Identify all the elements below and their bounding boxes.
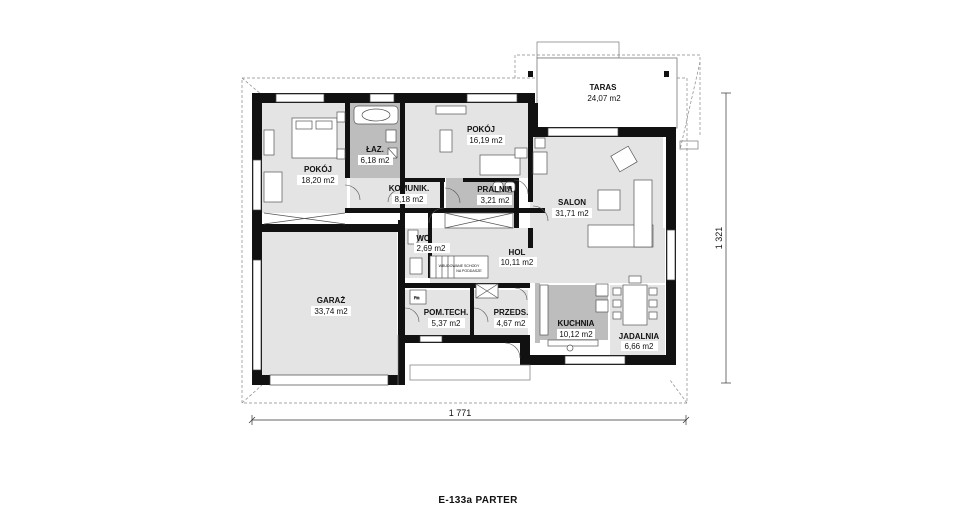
label-pom-tech-area: 5,37 m2 bbox=[432, 319, 461, 328]
label-wc-name: WC bbox=[416, 234, 430, 243]
roof-outline bbox=[241, 77, 688, 404]
label-pokoj-left-area: 18,20 m2 bbox=[301, 176, 335, 185]
label-lazienka-name: ŁAZ. bbox=[366, 145, 384, 154]
stairs bbox=[429, 255, 489, 279]
label-jadalnia-name: JADALNIA bbox=[619, 332, 660, 341]
label-garaz-name: GARAŻ bbox=[317, 296, 346, 305]
label-pokoj-top-area: 16,19 m2 bbox=[469, 136, 503, 145]
label-kuchnia-area: 10,12 m2 bbox=[559, 330, 593, 339]
label-hol-name: HOL bbox=[509, 248, 526, 257]
doors bbox=[344, 179, 549, 359]
room-labels: TARAS 24,07 m2 POKÓJ 18,20 m2 ŁAZ. 6,18 … bbox=[297, 83, 659, 351]
label-pralnia-area: 3,21 m2 bbox=[481, 196, 510, 205]
label-salon-name: SALON bbox=[558, 198, 586, 207]
label-jadalnia-area: 6,66 m2 bbox=[625, 342, 654, 351]
dimension-width-label: 1 771 bbox=[449, 408, 472, 418]
label-pralnia-name: PRALNIA bbox=[477, 185, 513, 194]
dimension-depth-label: 1 321 bbox=[714, 227, 724, 250]
plan-title: E-133a PARTER bbox=[438, 495, 518, 506]
label-pokoj-top-name: POKÓJ bbox=[467, 125, 495, 134]
label-przeds-area: 4,67 m2 bbox=[497, 319, 526, 328]
dimension-width: 1 771 bbox=[248, 408, 690, 425]
stair-note-line1: WBUDOWANE SCHODY bbox=[439, 264, 480, 268]
label-lazienka-area: 6,18 m2 bbox=[361, 156, 390, 165]
furniture: PC Pm bbox=[263, 105, 658, 352]
label-taras-area: 24,07 m2 bbox=[587, 94, 621, 103]
entrance-porch bbox=[409, 364, 531, 381]
label-wc-area: 2,69 m2 bbox=[417, 244, 446, 253]
label-pokoj-left-name: POKÓJ bbox=[304, 165, 332, 174]
dimension-depth: 1 321 bbox=[714, 92, 731, 384]
boiler-label: PC bbox=[507, 186, 512, 190]
label-taras-name: TARAS bbox=[590, 83, 618, 92]
label-komunik-area: 8,18 m2 bbox=[395, 195, 424, 204]
label-pom-tech-name: POM.TECH. bbox=[424, 308, 468, 317]
label-kuchnia-name: KUCHNIA bbox=[558, 319, 595, 328]
label-salon-area: 31,71 m2 bbox=[555, 209, 589, 218]
label-garaz-area: 33,74 m2 bbox=[314, 307, 348, 316]
label-przeds-name: PRZEDS. bbox=[494, 308, 529, 317]
stair-note-line2: NA PODDASZE bbox=[456, 269, 482, 273]
label-komunik-name: KOMUNIK. bbox=[389, 184, 429, 193]
tech-label: Pm bbox=[414, 296, 419, 300]
windows bbox=[252, 93, 676, 386]
label-hol-area: 10,11 m2 bbox=[501, 258, 534, 267]
